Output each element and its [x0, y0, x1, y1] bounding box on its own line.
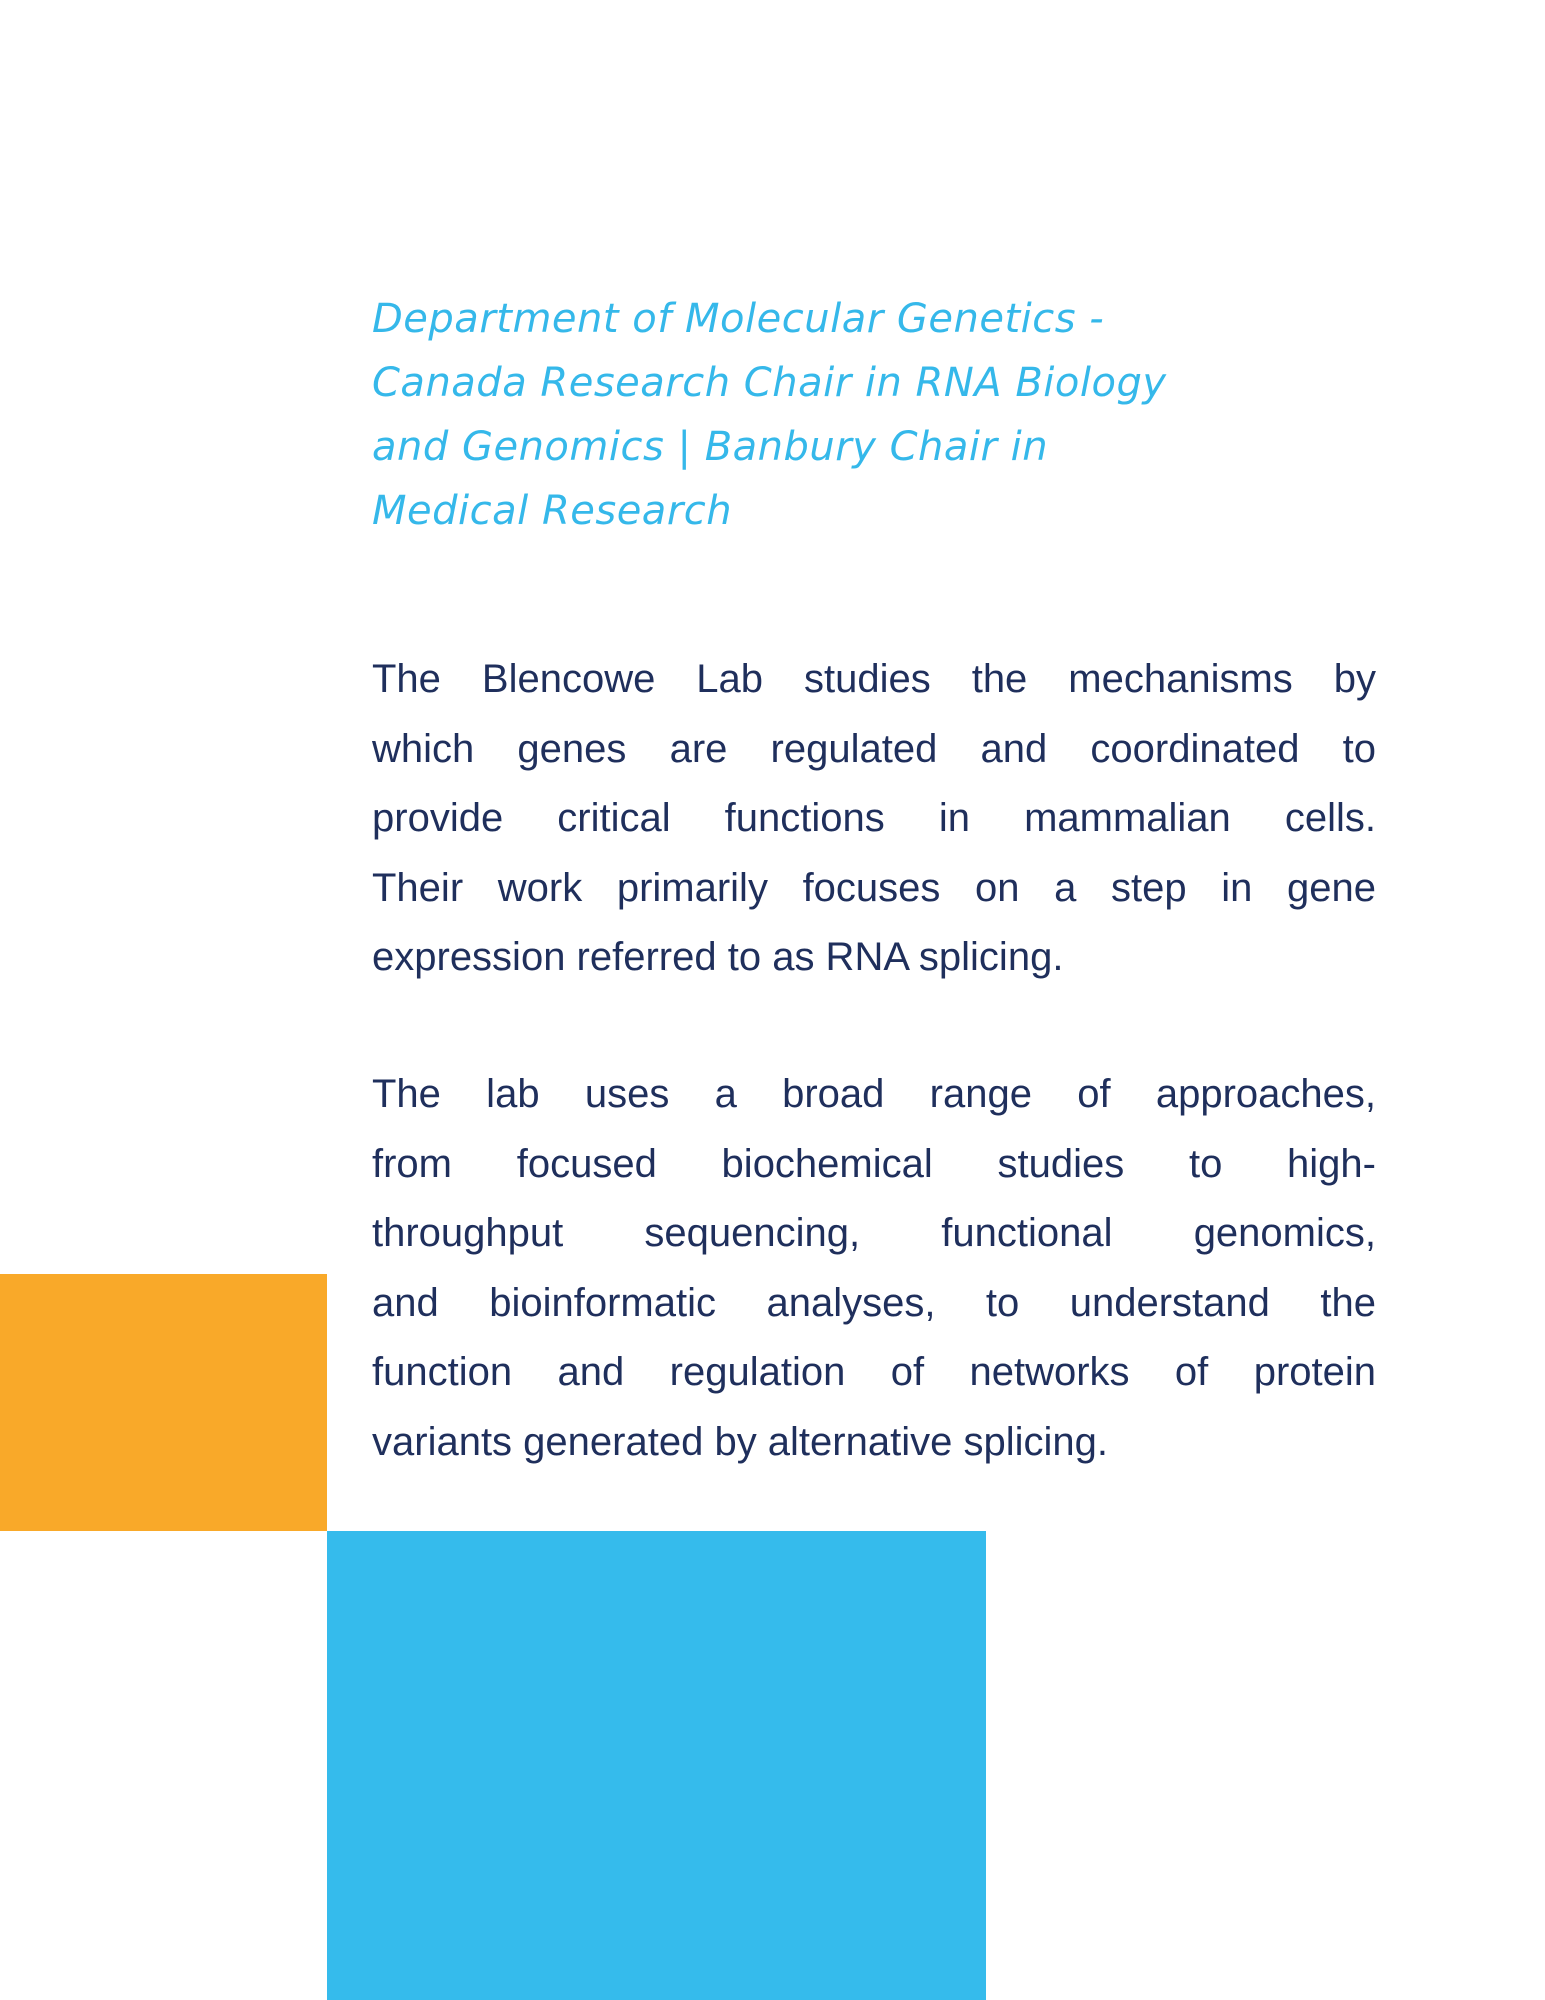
heading-line: and Genomics | Banbury Chair in: [372, 424, 1049, 470]
paragraph-line: The Blencowe Lab studies the mechanisms …: [372, 657, 1376, 701]
heading-line: Medical Research: [372, 488, 733, 534]
heading-line: Department of Molecular Genetics -: [372, 296, 1105, 342]
paragraph-line: The lab uses a broad range of approaches…: [372, 1072, 1376, 1116]
paragraph-line: function and regulation of networks of p…: [372, 1350, 1376, 1394]
department-heading: Department of Molecular Genetics - Canad…: [372, 287, 1392, 543]
paragraph-line: and bioinformatic analyses, to understan…: [372, 1280, 1376, 1325]
lab-description-paragraph: The Blencowe Lab studies the mechanisms …: [372, 645, 1376, 993]
paragraph-line: Their work primarily focuses on a step i…: [372, 865, 1376, 910]
paragraph-line: from focused biochemical studies to high…: [372, 1141, 1376, 1186]
lab-approaches-paragraph: The lab uses a broad range of approaches…: [372, 1060, 1376, 1477]
paragraph-line: throughput sequencing, functional genomi…: [372, 1211, 1376, 1255]
blue-decorative-block: [327, 1531, 986, 2000]
paragraph-line: provide critical functions in mammalian …: [372, 796, 1376, 840]
heading-line: Canada Research Chair in RNA Biology: [372, 360, 1167, 406]
orange-decorative-block: [0, 1274, 327, 1531]
paragraph-line: variants generated by alternative splici…: [372, 1419, 1108, 1464]
paragraph-line: expression referred to as RNA splicing.: [372, 935, 1064, 979]
paragraph-line: which genes are regulated and coordinate…: [372, 726, 1376, 771]
